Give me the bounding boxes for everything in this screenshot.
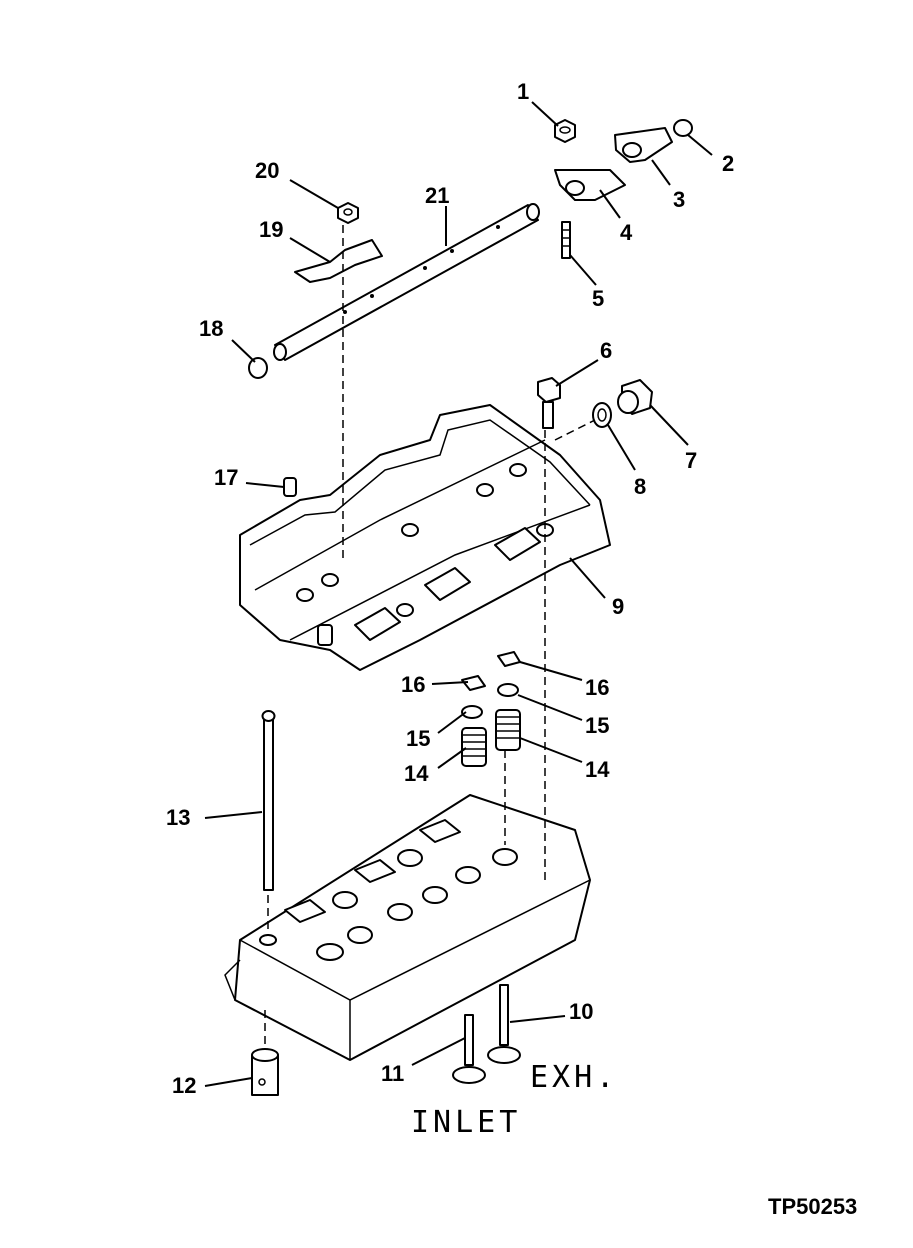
callout-15-right: 15 bbox=[585, 713, 609, 738]
callout-labels: 1 2 3 4 5 6 7 8 9 10 11 12 13 14 14 15 1… bbox=[166, 79, 734, 1098]
callout-5: 5 bbox=[592, 286, 604, 311]
valve-10 bbox=[487, 984, 521, 1064]
bushing-18 bbox=[248, 357, 268, 379]
keeper-16-left bbox=[461, 675, 486, 691]
callout-7: 7 bbox=[685, 448, 697, 473]
callout-3: 3 bbox=[673, 187, 685, 212]
keeper-16-right bbox=[497, 651, 521, 667]
rocker-arm-4 bbox=[554, 169, 626, 201]
callout-6: 6 bbox=[600, 338, 612, 363]
callout-4: 4 bbox=[620, 220, 633, 245]
callout-18: 18 bbox=[199, 316, 223, 341]
callout-11: 11 bbox=[381, 1061, 404, 1086]
plug-2 bbox=[673, 119, 693, 137]
leader-lines bbox=[204, 101, 713, 1087]
pushrod-13 bbox=[261, 710, 276, 891]
pin-17 bbox=[283, 477, 297, 497]
clip-19 bbox=[294, 239, 383, 283]
valve-11 bbox=[452, 1014, 486, 1084]
tappet-12 bbox=[251, 1048, 279, 1096]
cylinder-head bbox=[224, 794, 591, 1061]
callout-1: 1 bbox=[517, 79, 529, 104]
callout-14-left: 14 bbox=[404, 761, 429, 786]
rocker-housing bbox=[239, 404, 611, 671]
callout-8: 8 bbox=[634, 474, 646, 499]
callout-13: 13 bbox=[166, 805, 190, 830]
spring-14-right bbox=[495, 709, 521, 751]
callout-17: 17 bbox=[214, 465, 238, 490]
adjusting-screw-5 bbox=[561, 221, 571, 259]
callout-19: 19 bbox=[259, 217, 283, 242]
washer-8 bbox=[592, 402, 612, 428]
figure-id: TP50253 bbox=[768, 1194, 857, 1219]
plug-7 bbox=[617, 379, 653, 415]
callout-16-left: 16 bbox=[401, 672, 425, 697]
callout-12: 12 bbox=[172, 1073, 196, 1098]
rocker-arm-3 bbox=[614, 127, 673, 163]
nut-1 bbox=[554, 119, 576, 143]
callout-21: 21 bbox=[425, 183, 449, 208]
callout-16-right: 16 bbox=[585, 675, 609, 700]
callout-20: 20 bbox=[255, 158, 279, 183]
callout-14-right: 14 bbox=[585, 757, 610, 782]
exhaust-label: EXH. bbox=[530, 1060, 618, 1095]
callout-15-left: 15 bbox=[406, 726, 430, 751]
callout-10: 10 bbox=[569, 999, 593, 1024]
callout-2: 2 bbox=[722, 151, 734, 176]
inlet-label: INLET bbox=[411, 1105, 521, 1140]
rocker-shaft bbox=[273, 203, 540, 361]
spring-14-left bbox=[461, 727, 487, 767]
bolt-6 bbox=[537, 377, 561, 429]
nut-20 bbox=[337, 202, 359, 224]
callout-9: 9 bbox=[612, 594, 624, 619]
retainer-15-left bbox=[461, 705, 483, 719]
alignment-lines bbox=[264, 225, 596, 1045]
retainer-15-right bbox=[497, 683, 519, 697]
